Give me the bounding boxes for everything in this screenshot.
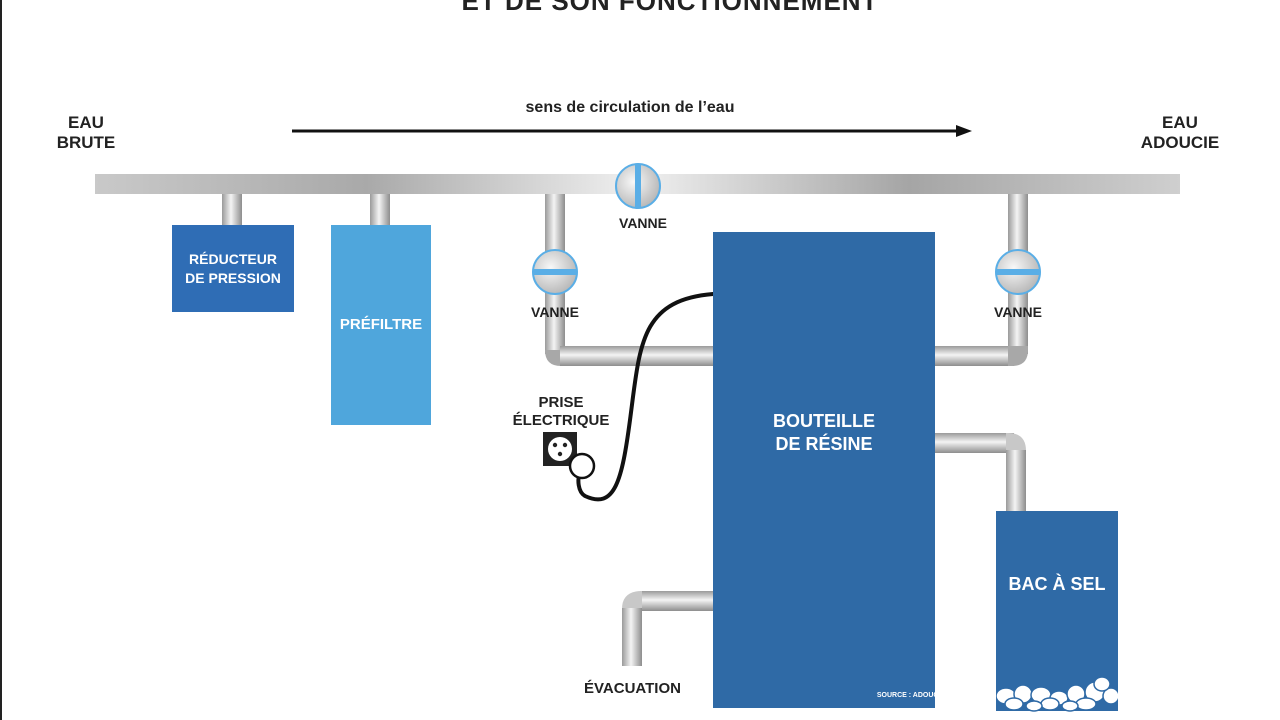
salt-pebbles bbox=[996, 676, 1118, 712]
valve-top-label: VANNE bbox=[619, 215, 667, 231]
resin-to-outlet-pipe bbox=[934, 346, 1014, 366]
outlet-label: EAU ADOUCIE bbox=[1125, 113, 1235, 154]
flow-label: sens de circulation de l’eau bbox=[525, 99, 735, 116]
valve-left-icon bbox=[532, 249, 578, 295]
salt-label: BAC À SEL bbox=[1008, 574, 1106, 594]
electrical-outlet-icon bbox=[543, 432, 596, 480]
valve-left-label: VANNE bbox=[531, 304, 579, 320]
drain-down-pipe bbox=[622, 608, 642, 666]
pressure-reducer-box: RÉDUCTEUR DE PRESSION bbox=[172, 225, 294, 312]
flow-arrow bbox=[292, 125, 972, 137]
source-credit: SOURCE : ADOUCISSEURDEAU.INFO bbox=[876, 692, 1003, 699]
salt-down-pipe bbox=[1006, 450, 1026, 512]
prefilter-label: PRÉFILTRE bbox=[339, 316, 423, 334]
salt-elbow bbox=[1006, 433, 1026, 451]
diagram-title: ET DE SON FONCTIONNEMENT bbox=[461, 0, 879, 16]
prefilter-box: PRÉFILTRE bbox=[331, 225, 431, 425]
power-outlet-label-line2: ÉLECTRIQUE bbox=[512, 412, 610, 429]
drain-elbow bbox=[622, 591, 642, 609]
inlet-label: EAU BRUTE bbox=[40, 113, 132, 154]
drain-horizontal-pipe bbox=[640, 591, 716, 611]
page-border bbox=[0, 0, 2, 720]
reducer-label-line2: DE PRESSION bbox=[185, 269, 281, 286]
reducer-pipe bbox=[222, 194, 242, 226]
drain-label: ÉVACUATION bbox=[584, 680, 681, 697]
outlet-label-line2: ADOUCIE bbox=[1140, 133, 1220, 153]
resin-label-line2: DE RÉSINE bbox=[775, 434, 873, 455]
valve-right-label: VANNE bbox=[994, 304, 1042, 320]
outlet-label-line1: EAU bbox=[1162, 113, 1198, 132]
outlet-elbow bbox=[1008, 346, 1028, 366]
power-outlet-label-line1: PRISE bbox=[538, 394, 584, 411]
power-outlet-label: PRISE ÉLECTRIQUE bbox=[500, 394, 622, 430]
valve-right-icon bbox=[995, 249, 1041, 295]
inlet-label-line1: EAU bbox=[68, 113, 104, 132]
resin-to-salt-pipe bbox=[934, 433, 1014, 453]
prefilter-pipe bbox=[370, 194, 390, 226]
valve-top-icon bbox=[615, 163, 661, 209]
resin-label-line1: BOUTEILLE bbox=[773, 411, 875, 431]
power-cable bbox=[576, 292, 715, 502]
reducer-label-line1: RÉDUCTEUR bbox=[189, 251, 277, 268]
inlet-label-line2: BRUTE bbox=[56, 133, 116, 153]
resin-tank-box: BOUTEILLE DE RÉSINE bbox=[713, 232, 935, 708]
